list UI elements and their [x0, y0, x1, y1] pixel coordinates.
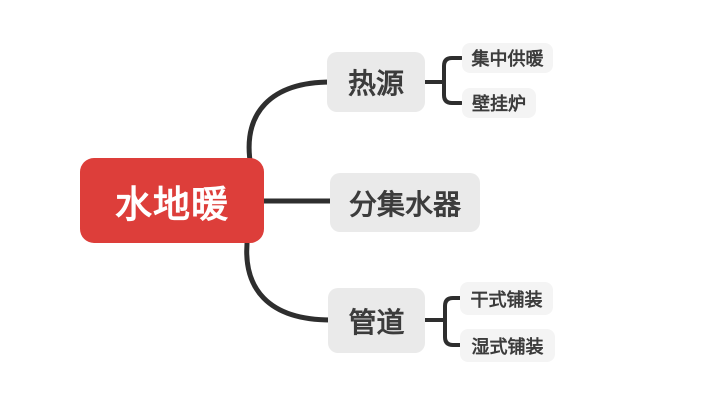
node-branch-manifold[interactable]: 分集水器: [330, 173, 480, 232]
node-child-wet-installation-label: 湿式铺装: [471, 336, 544, 357]
node-branch-manifold-label: 分集水器: [348, 188, 461, 220]
node-child-central-heating[interactable]: 集中供暖: [462, 43, 553, 73]
node-root-label: 水地暖: [115, 183, 229, 225]
node-child-dry-installation-label: 干式铺装: [470, 289, 543, 310]
node-child-wall-hung-boiler-label: 壁挂炉: [472, 94, 526, 114]
node-branch-heat-source-label: 热源: [347, 68, 404, 99]
connector-root-to-heat-source: [246, 79, 334, 170]
connector-heat-source-bracket: [442, 56, 463, 105]
node-child-central-heating-label: 集中供暖: [471, 49, 544, 69]
connector-pipe-bracket: [443, 296, 463, 347]
node-branch-pipe-label: 管道: [348, 306, 405, 338]
node-child-wall-hung-boiler[interactable]: 壁挂炉: [462, 88, 536, 118]
node-branch-heat-source[interactable]: 热源: [327, 52, 425, 112]
node-root-water-floor-heating[interactable]: 水地暖: [80, 158, 264, 243]
node-child-dry-installation[interactable]: 干式铺装: [460, 282, 553, 315]
node-branch-pipe[interactable]: 管道: [328, 288, 425, 353]
connector-root-to-pipe: [244, 231, 334, 323]
node-child-wet-installation[interactable]: 湿式铺装: [460, 329, 555, 362]
